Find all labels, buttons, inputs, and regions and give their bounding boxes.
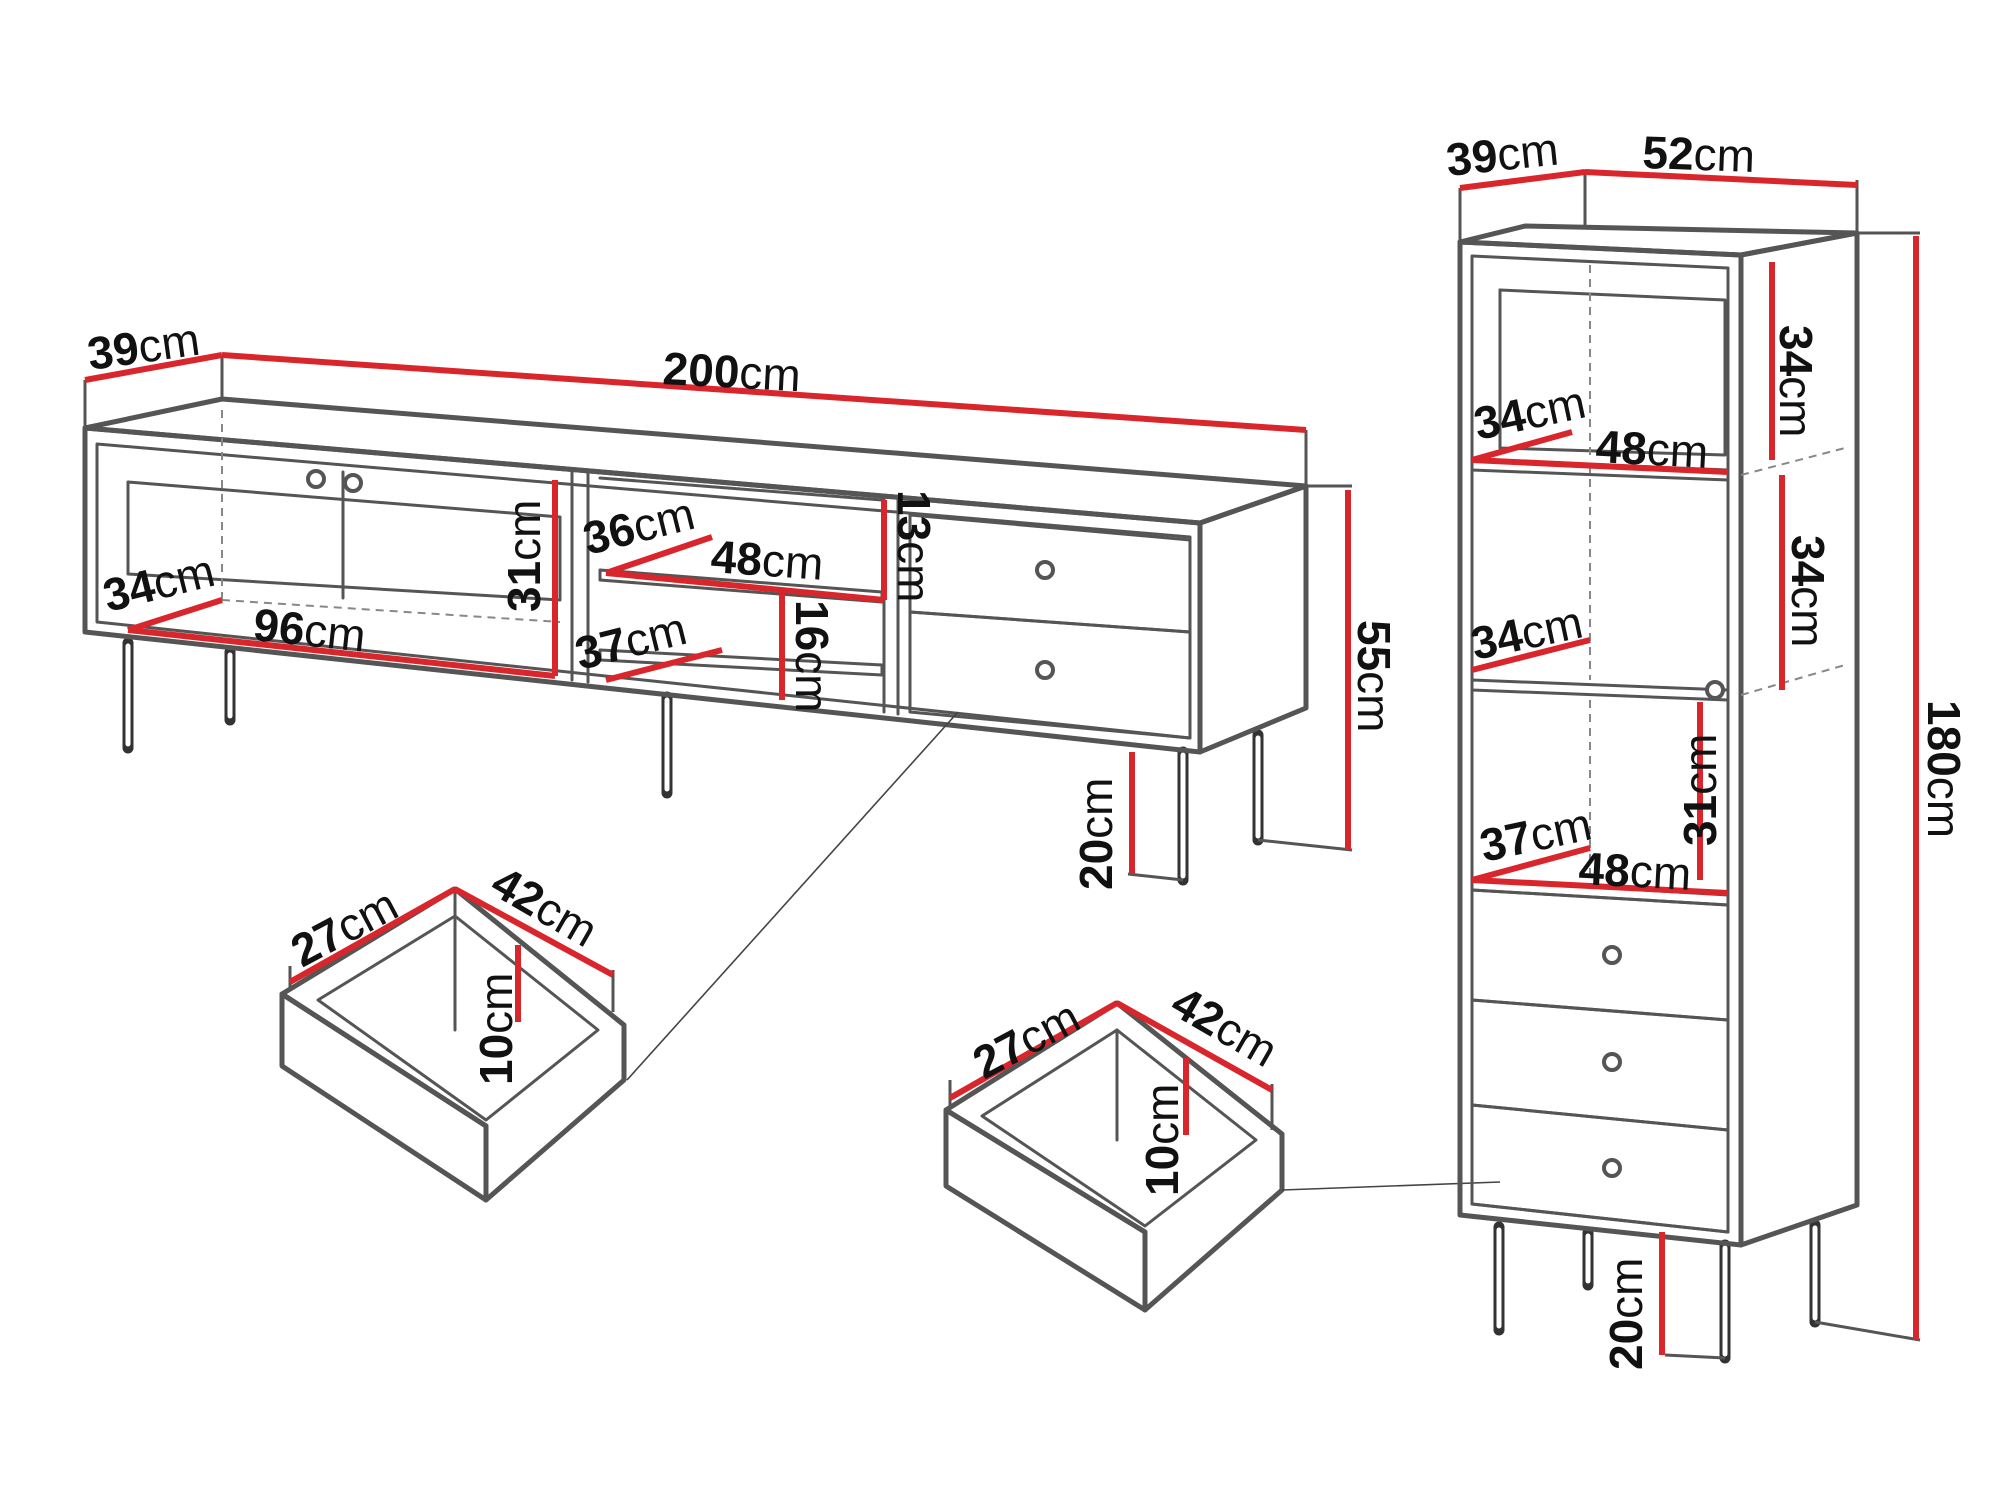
label-tv-compartment-height: 31cm xyxy=(498,500,550,613)
knob-icon xyxy=(1602,1052,1622,1072)
label-bottom-shelf-height: 31cm xyxy=(1674,734,1726,847)
knob-icon xyxy=(1035,560,1055,580)
label-tall-width: 52cm xyxy=(1642,126,1756,182)
dim-line-drawer-right-width xyxy=(1115,1000,1274,1093)
dim-line-tall-width xyxy=(1584,169,1858,188)
dim-line-upper-shelf-width xyxy=(605,570,885,603)
label-tv-upper-shelf-height: 13cm xyxy=(888,490,940,603)
tv-cabinet-middle-shelf-lower xyxy=(598,648,884,677)
dim-line-drawer-right-depth xyxy=(948,1000,1119,1101)
label-top-shelf-height: 34cm xyxy=(1770,325,1822,438)
tv-cabinet-legs xyxy=(122,637,1264,886)
dim-line-tall-depth xyxy=(1459,169,1586,191)
tv-cabinet xyxy=(82,396,1309,1081)
label-middle-shelf-height: 34cm xyxy=(1782,535,1834,648)
dim-line-width xyxy=(221,352,1307,433)
label-top-shelf-width: 48cm xyxy=(1594,420,1709,478)
label-drawer-left-width: 42cm xyxy=(483,856,606,957)
label-tv-upper-shelf-width: 48cm xyxy=(709,530,825,590)
drawer-right-callout-line xyxy=(1281,1181,1501,1191)
tall-cabinet-drawer-2 xyxy=(1470,998,1730,1132)
dim-line-compartment-width xyxy=(127,627,556,679)
drawer-left-dimensions xyxy=(288,886,615,1022)
drawer-callout-line xyxy=(626,711,959,1081)
dim-line-compartment-depth xyxy=(127,597,223,633)
label-tv-compartment-width: 96cm xyxy=(251,598,368,661)
tv-cabinet-dimensions xyxy=(83,352,1353,882)
knob-icon xyxy=(1602,1158,1622,1178)
dim-line-top-shelf-width xyxy=(1471,457,1729,475)
label-middle-shelf-depth: 34cm xyxy=(1466,596,1587,670)
tall-cabinet-shelf-2 xyxy=(1470,678,1730,702)
label-drawer-right-height: 10cm xyxy=(1136,1084,1188,1197)
knob-icon xyxy=(343,473,363,493)
label-bottom-shelf-depth: 37cm xyxy=(1475,798,1596,872)
dim-line-bottom-shelf-depth xyxy=(1471,845,1591,883)
label-tall-leg-height: 20cm xyxy=(1600,1258,1652,1371)
tv-cabinet-middle-back xyxy=(598,476,884,502)
label-tv-compartment-depth: 34cm xyxy=(98,544,220,622)
label-tv-height: 55cm xyxy=(1348,620,1400,733)
dim-line-drawer-left-width xyxy=(453,886,615,978)
knob-icon xyxy=(1035,660,1055,680)
dim-line-depth xyxy=(84,352,223,383)
label-tv-upper-shelf-depth: 36cm xyxy=(578,487,700,565)
tv-cabinet-front xyxy=(82,425,1203,755)
drawer-right-inner xyxy=(980,1028,1258,1228)
label-tall-depth: 39cm xyxy=(1444,122,1561,185)
knob-icon xyxy=(1602,945,1622,965)
dim-line-drawer-left-depth xyxy=(288,886,457,985)
drawer-right-front xyxy=(943,1107,1148,1313)
label-tv-leg-height: 20cm xyxy=(1070,778,1122,891)
tv-cabinet-left-door-frame xyxy=(126,480,562,602)
drawer-right-dimensions xyxy=(948,1000,1274,1135)
drawer-left-inner xyxy=(316,914,600,1122)
knob-icon xyxy=(1705,680,1725,700)
label-tv-lower-shelf-depth: 37cm xyxy=(570,602,692,680)
knob-icon xyxy=(306,469,326,489)
tall-cabinet-drawer-1 xyxy=(1470,888,1730,1022)
label-bottom-shelf-width: 48cm xyxy=(1577,842,1692,900)
label-tv-depth: 39cm xyxy=(84,313,203,380)
dim-line-bottom-shelf-width xyxy=(1471,877,1729,896)
tall-cabinet-drawer-3 xyxy=(1470,1103,1730,1234)
label-tall-height: 180cm xyxy=(1918,700,1970,838)
label-top-shelf-depth: 34cm xyxy=(1469,376,1590,450)
dimension-labels: 39cm 200cm 55cm 20cm 34cm 96cm 31cm 36cm… xyxy=(84,122,1970,1370)
dim-line-top-shelf-depth xyxy=(1471,429,1573,463)
tall-cabinet-legs xyxy=(1493,1219,1821,1364)
dim-line-lower-shelf-depth xyxy=(605,647,723,683)
label-drawer-left-depth: 27cm xyxy=(282,878,406,977)
label-tv-width: 200cm xyxy=(661,342,802,401)
label-drawer-left-height: 10cm xyxy=(470,973,522,1086)
tv-cabinet-side xyxy=(1197,483,1309,755)
tv-cabinet-drawer-lower xyxy=(908,610,1192,740)
dim-line-upper-shelf-depth xyxy=(605,534,713,576)
label-tv-lower-shelf-height: 16cm xyxy=(786,600,838,713)
tall-cabinet-side xyxy=(1738,230,1860,1248)
label-drawer-right-depth: 27cm xyxy=(964,990,1088,1089)
tall-cabinet-dimensions xyxy=(1458,169,1921,1360)
dim-line-middle-shelf-depth xyxy=(1471,637,1591,673)
